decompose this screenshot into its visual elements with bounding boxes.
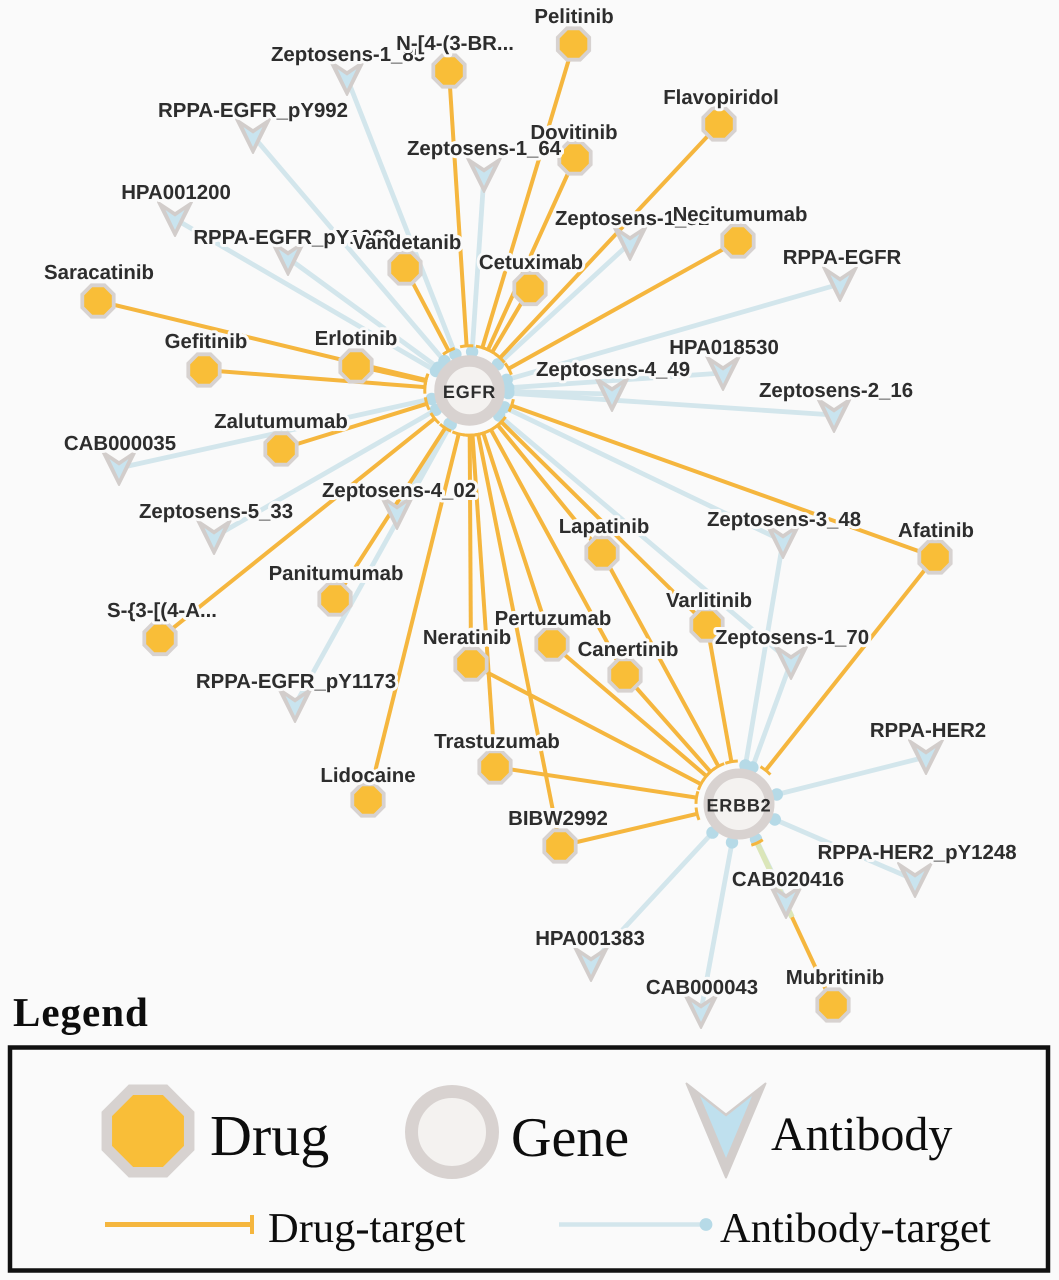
svg-text:Necitumumab: Necitumumab <box>673 204 808 226</box>
svg-text:RPPA-EGFR_pY992: RPPA-EGFR_pY992 <box>158 100 348 122</box>
svg-text:Varlitinib: Varlitinib <box>666 590 752 612</box>
svg-text:CAB000043: CAB000043 <box>646 977 758 999</box>
svg-text:Drug-target: Drug-target <box>268 1205 466 1252</box>
svg-text:CAB020416: CAB020416 <box>732 869 844 891</box>
svg-text:Zeptosens-1_85: Zeptosens-1_85 <box>271 44 425 66</box>
svg-text:Trastuzumab: Trastuzumab <box>434 731 560 753</box>
svg-text:ERBB2: ERBB2 <box>706 796 771 816</box>
svg-text:BIBW2992: BIBW2992 <box>508 808 608 830</box>
svg-text:Erlotinib: Erlotinib <box>315 328 398 350</box>
svg-text:Pelitinib: Pelitinib <box>534 6 613 28</box>
svg-text:HPA001383: HPA001383 <box>535 928 645 950</box>
svg-text:RPPA-HER2: RPPA-HER2 <box>870 720 986 742</box>
svg-text:Gefitinib: Gefitinib <box>165 331 248 353</box>
svg-text:Zeptosens-2_16: Zeptosens-2_16 <box>759 380 913 402</box>
svg-text:Lapatinib: Lapatinib <box>559 516 650 538</box>
svg-text:RPPA-EGFR_pY1173: RPPA-EGFR_pY1173 <box>196 671 396 693</box>
svg-text:Mubritinib: Mubritinib <box>786 967 885 989</box>
svg-text:Afatinib: Afatinib <box>898 520 974 542</box>
svg-text:Saracatinib: Saracatinib <box>44 262 154 284</box>
svg-text:HPA018530: HPA018530 <box>669 337 779 359</box>
svg-text:Zeptosens-5_33: Zeptosens-5_33 <box>139 501 293 523</box>
svg-text:Drug: Drug <box>210 1103 329 1168</box>
svg-text:Cetuximab: Cetuximab <box>479 252 583 274</box>
svg-text:Zeptosens-1_64: Zeptosens-1_64 <box>407 138 562 160</box>
svg-text:Lidocaine: Lidocaine <box>320 765 415 787</box>
svg-text:Zeptosens-4_49: Zeptosens-4_49 <box>536 359 690 381</box>
svg-text:RPPA-EGFR: RPPA-EGFR <box>783 247 902 269</box>
svg-text:Dovitinib: Dovitinib <box>530 122 617 144</box>
svg-text:EGFR: EGFR <box>443 382 496 402</box>
svg-text:HPA001200: HPA001200 <box>121 182 231 204</box>
svg-text:Gene: Gene <box>511 1107 629 1169</box>
svg-text:Antibody-target: Antibody-target <box>720 1205 991 1252</box>
svg-text:Vandetanib: Vandetanib <box>353 232 462 254</box>
svg-text:Legend: Legend <box>13 989 149 1036</box>
svg-text:S-{3-[(4-A...: S-{3-[(4-A... <box>107 600 217 622</box>
svg-text:Panitumumab: Panitumumab <box>269 563 404 585</box>
svg-text:RPPA-HER2_pY1248: RPPA-HER2_pY1248 <box>817 842 1016 864</box>
svg-text:Zalutumumab: Zalutumumab <box>214 411 348 433</box>
svg-text:Neratinib: Neratinib <box>423 627 511 649</box>
svg-text:RPPA-EGFR_pY1068: RPPA-EGFR_pY1068 <box>193 227 394 249</box>
svg-text:Flavopiridol: Flavopiridol <box>663 87 779 109</box>
svg-text:Antibody: Antibody <box>771 1108 952 1161</box>
svg-text:Zeptosens-1_31: Zeptosens-1_31 <box>555 208 709 230</box>
svg-text:Zeptosens-1_70: Zeptosens-1_70 <box>715 627 869 649</box>
svg-text:CAB000035: CAB000035 <box>64 433 176 455</box>
svg-text:Zeptosens-3_48: Zeptosens-3_48 <box>707 509 861 531</box>
svg-text:N-[4-(3-BR...: N-[4-(3-BR... <box>396 33 514 55</box>
svg-text:Zeptosens-4_02: Zeptosens-4_02 <box>322 480 476 502</box>
svg-text:Canertinib: Canertinib <box>578 639 679 661</box>
svg-text:Pertuzumab: Pertuzumab <box>495 608 612 630</box>
